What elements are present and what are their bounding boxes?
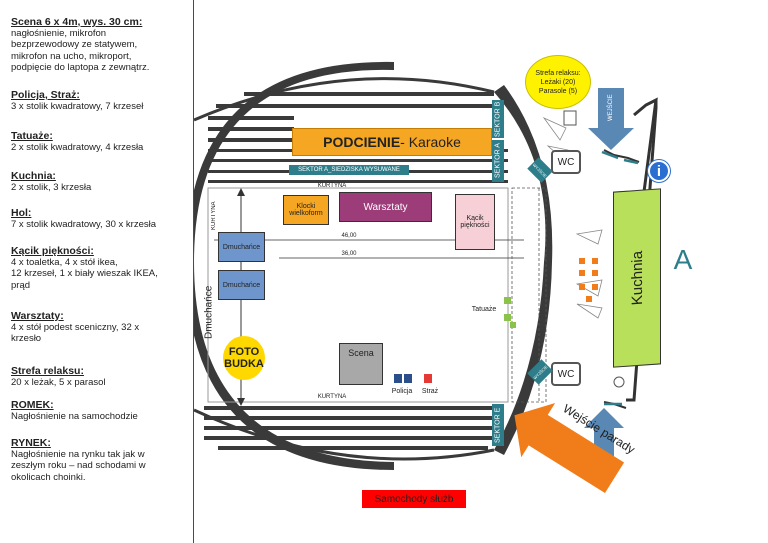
legend-item-title: Strefa relaksu: [11,365,84,377]
legend-item: ROMEK:Nagłośnienie na samochodzie [11,399,189,422]
legend-item-desc: 2 x stolik, 3 krzesła [11,182,92,193]
legend-item-desc: Nagłośnienie na rynku tak jak w zeszłym … [11,449,146,483]
entrance-arrow [588,88,634,150]
floor-outline [207,187,509,403]
legend-item-desc: 4 x stół podest sceniczny, 32 x krzesło [11,322,140,345]
legend-item: Strefa relaksu:20 x leżak, 5 x parasol [11,365,189,388]
legend-item-desc: 3 x stolik kwadratowy, 7 krzeseł [11,101,144,112]
legend-item-title: Warsztaty: [11,310,64,322]
kacik-pieknosci-area: Kącik piękności [455,194,495,250]
kuchnia-label: Kuchnia [628,250,646,306]
legend-item: Scena 6 x 4m, wys. 30 cm:nagłośnienie, m… [11,16,189,74]
kurtyna-top-label: KURTYNA [317,183,347,189]
sektor-e-label: SEKTOR E [492,404,504,446]
sektor-b-label: SEKTOR B [492,100,504,138]
policja-label: Policja [391,387,413,395]
dmuchance-area-2: Dmuchańce [218,270,265,300]
legend-item-title: Policja, Straż: [11,89,80,101]
legend-item: Kuchnia:2 x stolik, 3 krzesła [11,170,189,193]
legend-item: Kącik piękności:4 x toaletka, 4 x stół i… [11,245,189,291]
legend-item-title: Kuchnia: [11,170,56,182]
legend-item: Tatuaże:2 x stolik kwadratowy, 4 krzesła [11,130,189,153]
podcienie-karaoke: PODCIENIE - Karaoke [292,128,492,156]
legend-item-desc: 4 x toaletka, 4 x stół ikea, 12 krzeseł,… [11,257,158,291]
kurtyna-left-label: KURTYNA [211,201,217,231]
tatuaze-tables [504,297,516,328]
seating-bottom [204,406,496,450]
scena-area: Scena [339,343,383,385]
legend-item-title: Tatuaże: [11,130,53,142]
legend-item-desc: 7 x stolik kwadratowy, 30 x krzesła [11,219,157,230]
samochody-sluzb: Samochody służb [362,490,466,508]
legend-panel: Scena 6 x 4m, wys. 30 cm:nagłośnienie, m… [0,0,194,543]
legend-item: RYNEK:Nagłośnienie na rynku tak jak w ze… [11,437,189,483]
legend-item-title: Scena 6 x 4m, wys. 30 cm: [11,16,143,28]
stairs-mid [575,229,603,319]
parade-arrow [514,402,625,494]
dmuchance-area-1: Dmuchańce [218,232,265,262]
dmuchance-vertical-label: Dmuchańce [203,285,215,339]
legend-item-title: RYNEK: [11,437,51,449]
venue-map: PODCIENIE - Karaoke SEKTOR A_SIEDZISKA W… [194,0,768,543]
policja-table-2 [404,374,412,383]
foto-budka: FOTO BUDKA [223,336,265,380]
wc-sign-2: WC [551,362,581,386]
tatuaze-label: Tatuaże [471,305,497,313]
legend-item: Warsztaty:4 x stół podest sceniczny, 32 … [11,310,189,345]
sector-letter-a: A [673,244,693,275]
straz-table [424,374,432,383]
kurtyna-bottom-label: KURTYNA [317,394,347,400]
info-icon: i [648,160,670,182]
podcienie-subtitle: - Karaoke [400,134,461,150]
dim-36-label: 36,00 [341,251,357,257]
right-columns [511,187,547,403]
legend-item-title: ROMEK: [11,399,54,411]
dim-46-label: 46,00 [341,233,357,239]
legend-item: Hol:7 x stolik kwadratowy, 30 x krzesła [11,207,189,230]
sektor-a-bar: SEKTOR A_SIEDZISKA WYSUWANE [289,165,409,175]
wejscie-label: WEJŚCIE [608,94,614,122]
klocki-area: Klocki wielkoform [283,195,329,225]
sektor-a-label: SEKTOR A [492,140,504,182]
hall-tables [579,258,598,302]
wc-sign-1: WC [551,150,581,174]
legend-item-desc: 20 x leżak, 5 x parasol [11,377,106,388]
wheelchair-icon [613,376,625,388]
toilet-sign [563,110,577,126]
legend-item-title: Kącik piękności: [11,245,94,257]
warsztaty-area: Warsztaty [339,192,432,222]
lobby-wall-top [603,149,640,163]
kuchnia-area: Kuchnia [613,188,661,368]
legend-item: Policja, Straż:3 x stolik kwadratowy, 7 … [11,89,189,112]
legend-item-desc: nagłośnienie, mikrofon bezprzewodowy ze … [11,28,150,74]
podcienie-title: PODCIENIE [323,134,401,150]
straz-label: Straż [421,387,439,395]
strefa-relaksu: Strefa relaksu: Leżaki (20) Parasole (5) [525,55,591,109]
legend-item-desc: Nagłośnienie na samochodzie [11,411,138,422]
legend-item-title: Hol: [11,207,32,219]
legend-item-desc: 2 x stolik kwadratowy, 4 krzesła [11,142,144,153]
policja-table-1 [394,374,402,383]
